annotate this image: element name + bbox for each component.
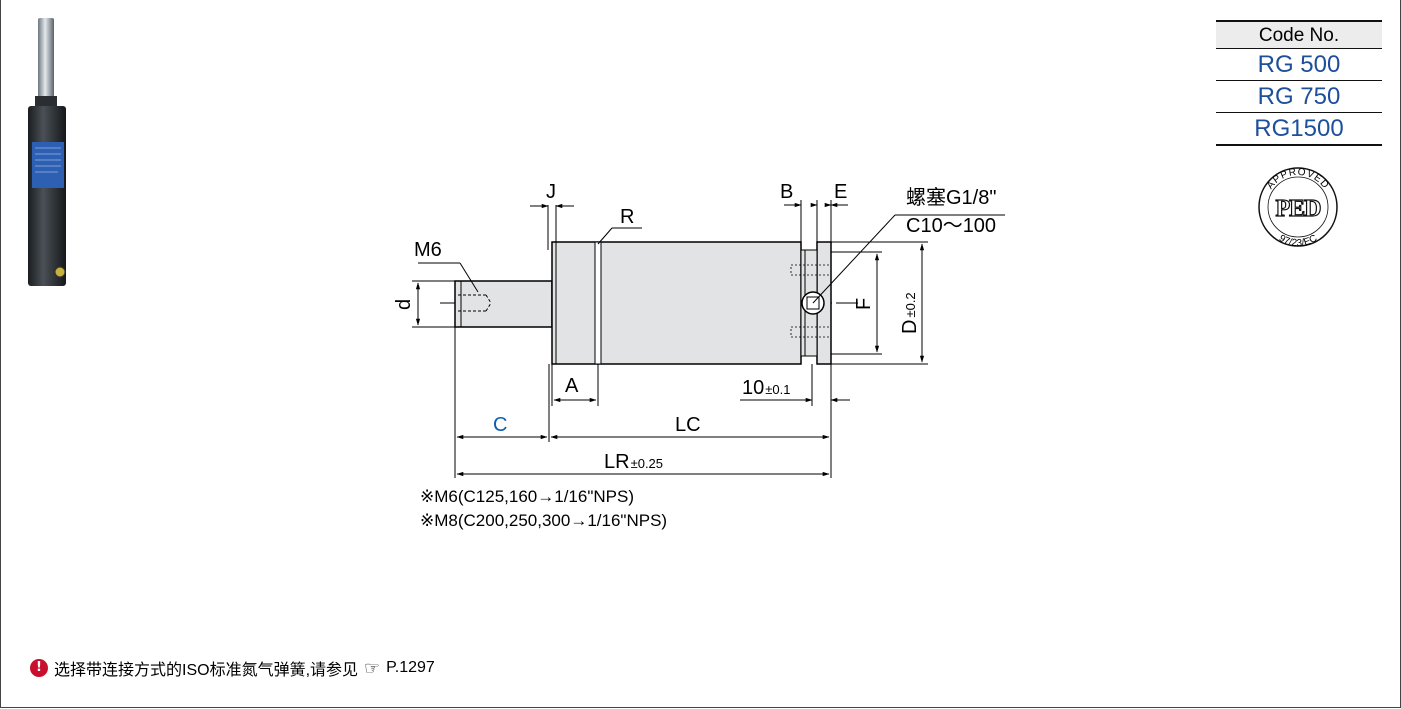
label-ten: 10±0.1 (742, 377, 790, 399)
label-d-small: d (393, 299, 415, 310)
label-lr: LR±0.25 (604, 451, 663, 473)
note-m8: ※M8(C200,250,300→1/16"NPS) (420, 511, 668, 530)
label-plug: 螺塞G1/8" (906, 186, 996, 209)
label-a: A (565, 375, 579, 397)
label-c: C (493, 414, 507, 436)
code-row-rg500[interactable]: RG 500 (1216, 49, 1382, 81)
label-b: B (780, 181, 793, 203)
label-m6: M6 (414, 239, 442, 261)
svg-text:97/23/EC: 97/23/EC (1277, 233, 1319, 249)
code-table: Code No. RG 500 RG 750 RG1500 (1216, 20, 1382, 146)
label-r: R (620, 206, 634, 228)
note-m6: ※M6(C125,160→1/16"NPS) (420, 487, 634, 506)
code-row-rg750[interactable]: RG 750 (1216, 81, 1382, 113)
page-reference-link[interactable]: P.1297 (386, 659, 435, 676)
label-j: J (546, 181, 556, 203)
label-c-range: C10～100 (906, 215, 996, 237)
label-e: E (834, 181, 847, 203)
product-photo (28, 18, 66, 286)
warning-icon: ! (30, 659, 48, 677)
footer-reference: ! 选择带连接方式的ISO标准氮气弹簧,请参见 ☞ P.1297 (30, 656, 435, 680)
svg-text:PED: PED (1276, 196, 1322, 222)
label-d-big: D±0.2 (899, 292, 921, 334)
code-table-header: Code No. (1216, 20, 1382, 49)
pointer-icon: ☞ (364, 657, 381, 679)
label-lc: LC (675, 414, 701, 436)
footer-text: 选择带连接方式的ISO标准氮气弹簧,请参见 (54, 662, 359, 679)
label-f: F (853, 298, 875, 310)
ped-stamp: APPROVED 97/23/EC PED (1258, 167, 1338, 249)
code-row-rg1500[interactable]: RG1500 (1216, 113, 1382, 146)
